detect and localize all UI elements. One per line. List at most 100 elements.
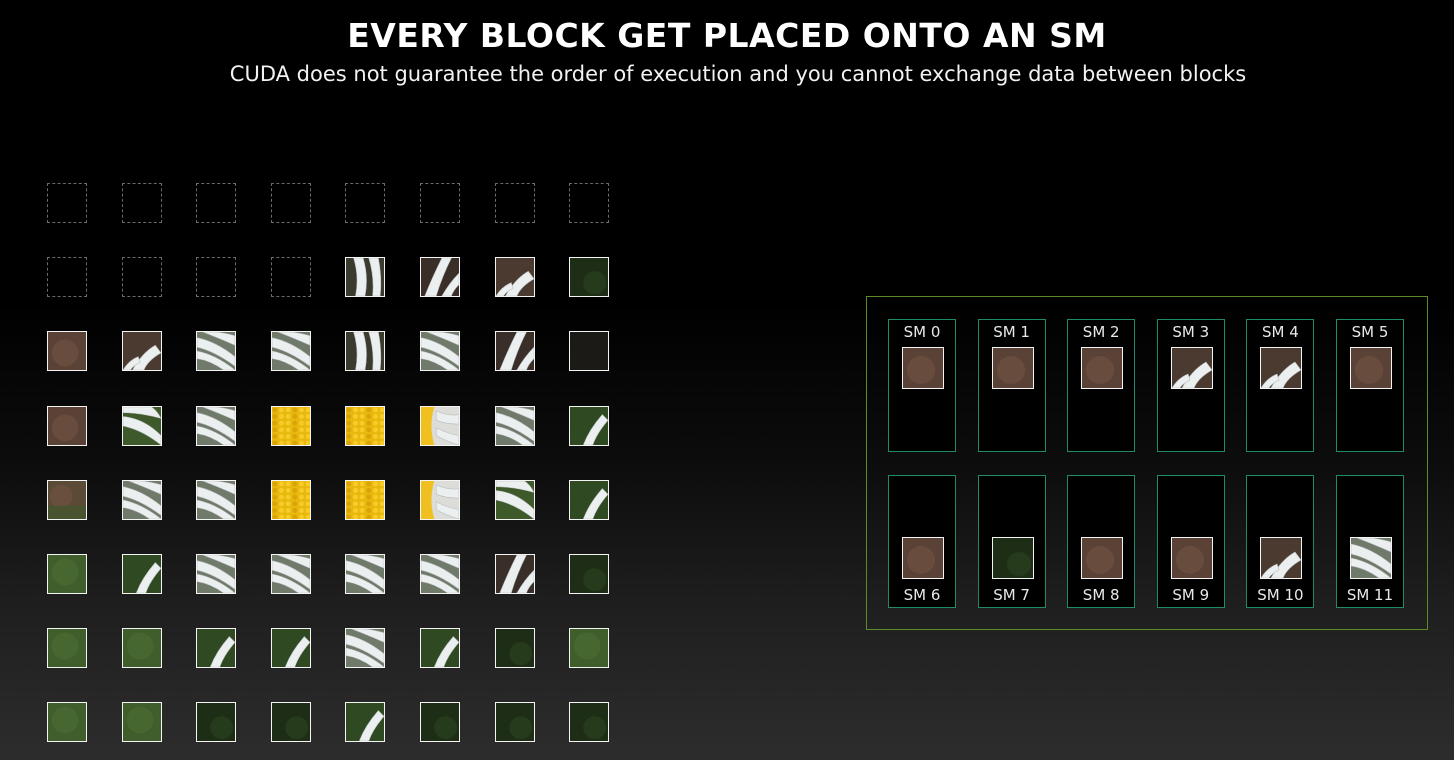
sm-label: SM 8 bbox=[1082, 586, 1120, 604]
assigned-block bbox=[991, 537, 1034, 579]
sm-label: SM 0 bbox=[903, 323, 941, 341]
sm-label: SM 3 bbox=[1172, 323, 1210, 341]
image-block bbox=[121, 405, 162, 446]
image-block bbox=[270, 405, 311, 446]
assigned-block bbox=[991, 347, 1034, 389]
image-block bbox=[569, 554, 610, 594]
image-block bbox=[47, 702, 87, 743]
image-block bbox=[270, 554, 311, 594]
image-block bbox=[345, 554, 386, 594]
assigned-block bbox=[902, 537, 944, 579]
image-block bbox=[494, 257, 535, 298]
streaming-multiprocessor: SM 11 bbox=[1336, 475, 1404, 608]
sm-label: SM 10 bbox=[1257, 586, 1304, 604]
assigned-block bbox=[1260, 537, 1303, 579]
image-block bbox=[494, 405, 535, 446]
streaming-multiprocessor: SM 9 bbox=[1156, 475, 1225, 608]
streaming-multiprocessor: SM 0 bbox=[888, 319, 956, 452]
assigned-block bbox=[1081, 347, 1124, 389]
image-block bbox=[47, 479, 87, 520]
empty-block bbox=[196, 257, 237, 298]
image-block bbox=[420, 405, 460, 446]
image-block bbox=[420, 554, 460, 594]
image-block bbox=[494, 479, 535, 520]
image-block bbox=[270, 479, 311, 520]
empty-block bbox=[121, 183, 162, 223]
sm-label: SM 11 bbox=[1346, 586, 1394, 604]
image-block bbox=[345, 702, 386, 743]
image-block bbox=[196, 331, 237, 372]
image-block bbox=[196, 479, 237, 520]
image-block bbox=[345, 479, 386, 520]
assigned-block bbox=[1260, 347, 1303, 389]
image-block bbox=[420, 257, 460, 298]
image-block bbox=[569, 257, 610, 298]
slide-title: EVERY BLOCK GET PLACED ONTO AN SM bbox=[347, 16, 1107, 55]
assigned-block bbox=[1350, 347, 1392, 389]
image-block bbox=[569, 479, 610, 520]
sm-label: SM 9 bbox=[1172, 586, 1210, 604]
streaming-multiprocessor: SM 4 bbox=[1246, 319, 1315, 452]
image-block bbox=[47, 554, 87, 594]
image-block bbox=[569, 702, 610, 743]
image-block bbox=[196, 554, 237, 594]
image-block bbox=[47, 405, 87, 446]
image-block bbox=[121, 554, 162, 594]
streaming-multiprocessor: SM 5 bbox=[1336, 319, 1404, 452]
empty-block bbox=[121, 257, 162, 298]
sm-label: SM 2 bbox=[1082, 323, 1120, 341]
slide-subtitle: CUDA does not guarantee the order of exe… bbox=[229, 62, 1247, 86]
assigned-block bbox=[1170, 347, 1213, 389]
sm-label: SM 6 bbox=[903, 586, 941, 604]
image-block bbox=[420, 702, 460, 743]
empty-block bbox=[420, 183, 460, 223]
image-block bbox=[121, 628, 162, 669]
sm-label: SM 7 bbox=[993, 586, 1030, 604]
image-block bbox=[270, 628, 311, 669]
image-block bbox=[494, 628, 535, 669]
assigned-block bbox=[1170, 537, 1213, 579]
streaming-multiprocessor: SM 3 bbox=[1156, 319, 1225, 452]
image-block bbox=[420, 479, 460, 520]
image-block bbox=[494, 554, 535, 594]
image-block bbox=[121, 479, 162, 520]
image-block bbox=[494, 702, 535, 743]
streaming-multiprocessor: SM 8 bbox=[1067, 475, 1136, 608]
sm-label: SM 5 bbox=[1351, 323, 1389, 341]
sm-label: SM 1 bbox=[993, 323, 1030, 341]
empty-block bbox=[270, 257, 311, 298]
image-block bbox=[345, 628, 386, 669]
streaming-multiprocessor: SM 6 bbox=[888, 475, 956, 608]
image-block bbox=[569, 331, 610, 372]
image-block bbox=[345, 405, 386, 446]
image-block bbox=[569, 405, 610, 446]
image-block bbox=[420, 331, 460, 372]
empty-block bbox=[270, 183, 311, 223]
image-block bbox=[345, 331, 386, 372]
image-block bbox=[196, 702, 237, 743]
image-block bbox=[270, 702, 311, 743]
streaming-multiprocessor: SM 2 bbox=[1067, 319, 1136, 452]
assigned-block bbox=[1350, 537, 1392, 579]
image-block bbox=[420, 628, 460, 669]
sm-label: SM 4 bbox=[1262, 323, 1299, 341]
image-block bbox=[196, 628, 237, 669]
image-block bbox=[494, 331, 535, 372]
empty-block bbox=[47, 183, 87, 223]
image-block bbox=[121, 331, 162, 372]
streaming-multiprocessor: SM 7 bbox=[977, 475, 1046, 608]
image-block bbox=[196, 405, 237, 446]
empty-block bbox=[569, 183, 610, 223]
empty-block bbox=[494, 183, 535, 223]
image-block bbox=[270, 331, 311, 372]
streaming-multiprocessor: SM 1 bbox=[977, 319, 1046, 452]
image-block bbox=[569, 628, 610, 669]
empty-block bbox=[47, 257, 87, 298]
streaming-multiprocessor: SM 10 bbox=[1246, 475, 1315, 608]
image-block bbox=[47, 628, 87, 669]
gpu-sm-panel: SM 0 SM 1 SM 2 SM 3 SM 4 SM 5 SM 6 SM 7 SM 8 SM 9… bbox=[866, 296, 1428, 630]
assigned-block bbox=[1081, 537, 1124, 579]
image-block bbox=[345, 257, 386, 298]
empty-block bbox=[196, 183, 237, 223]
image-block bbox=[121, 702, 162, 743]
